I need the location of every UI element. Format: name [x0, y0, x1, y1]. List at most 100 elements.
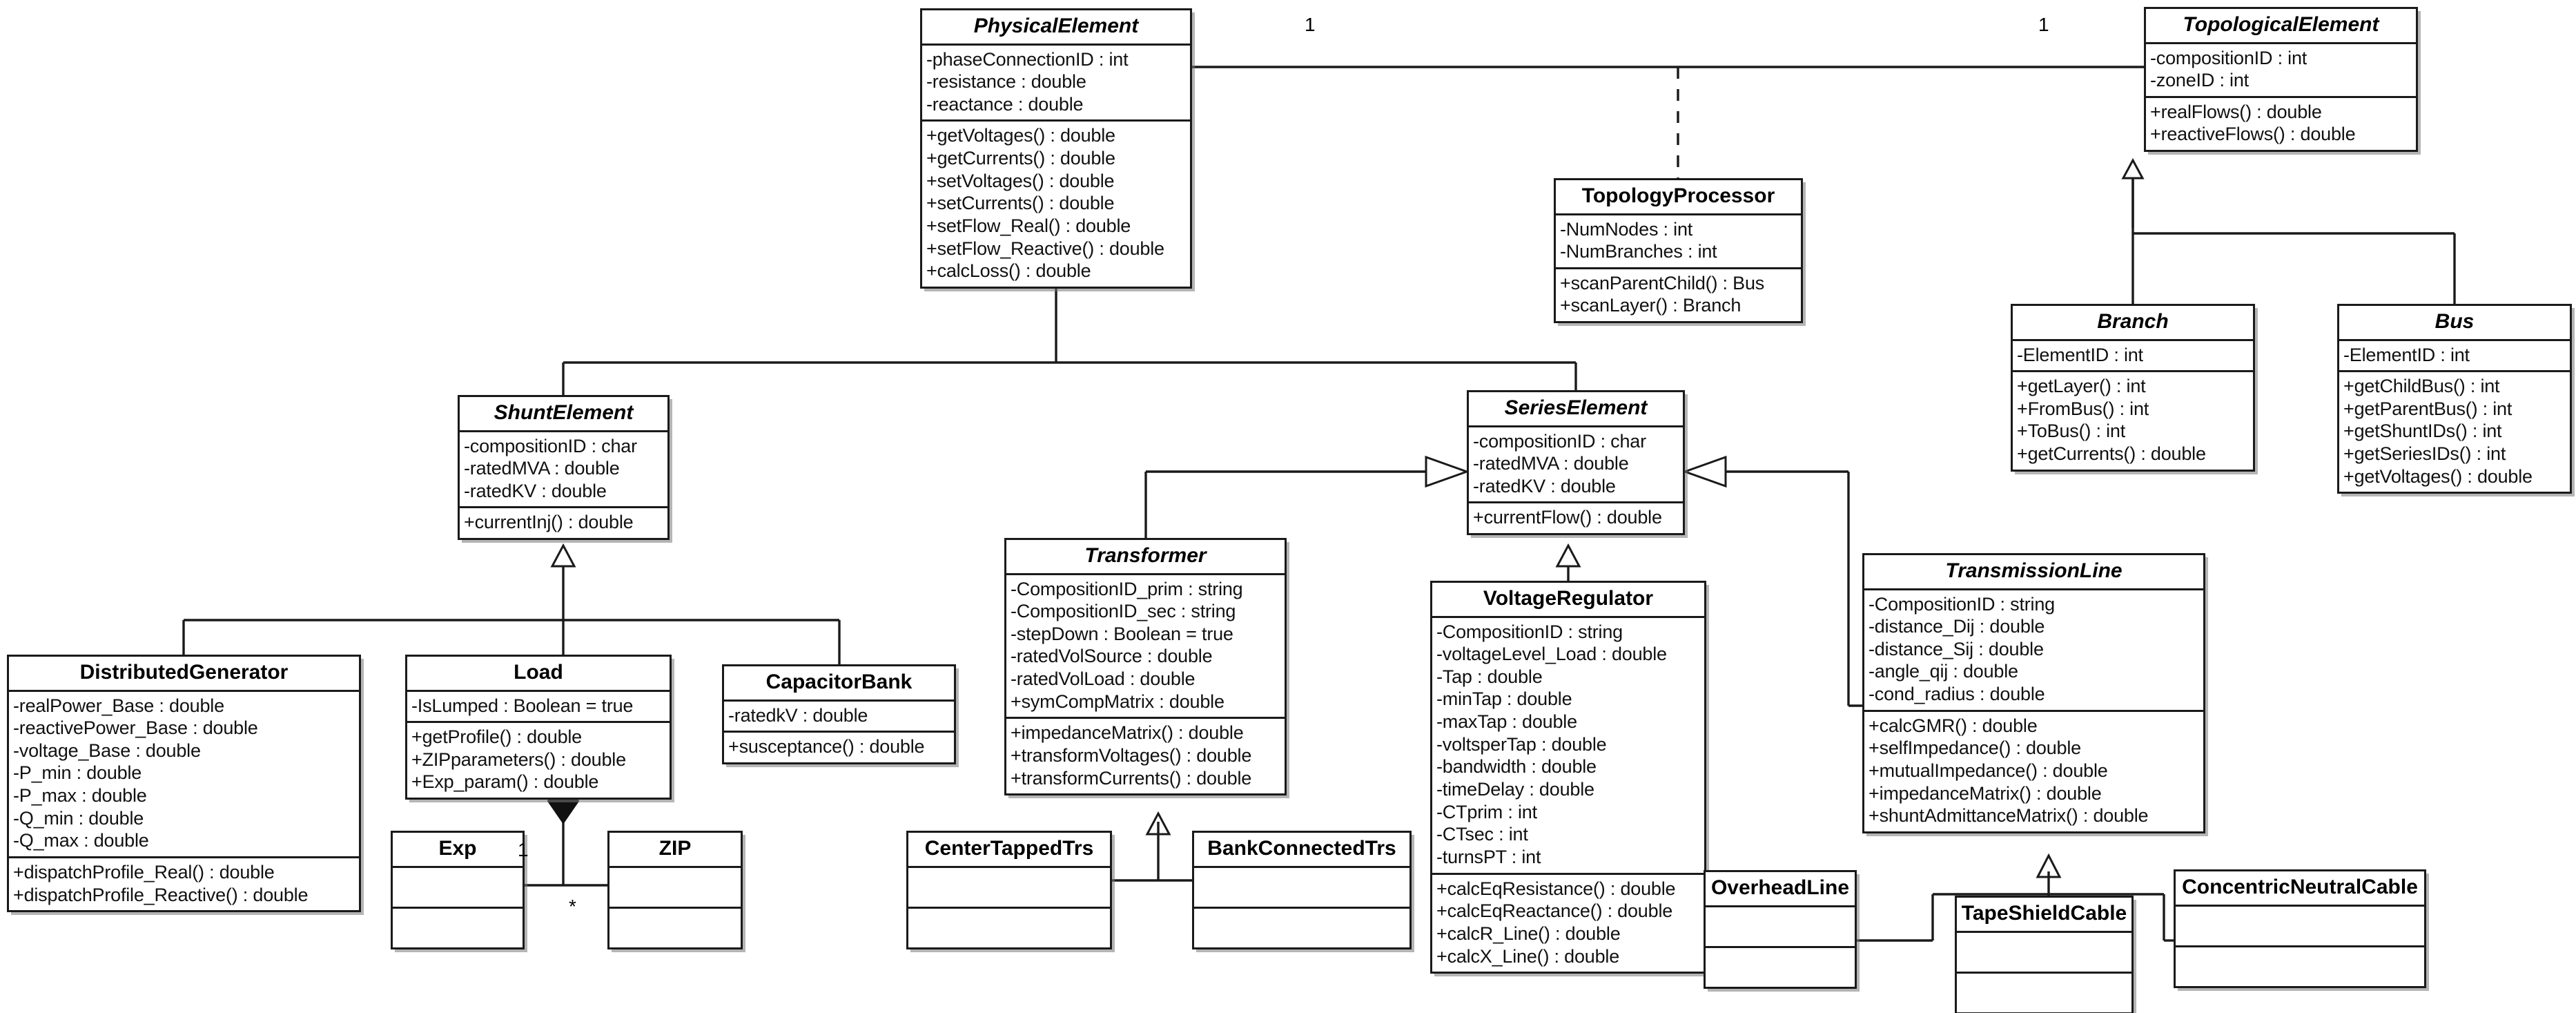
compartment-divider: [1432, 615, 1704, 618]
class-name-transmissionline: TransmissionLine: [1945, 559, 2123, 582]
class-name-centertappedtrs: CenterTappedTrs: [924, 837, 1094, 860]
compartment-divider: [609, 906, 741, 909]
operation-row: +setVoltages() : double: [926, 170, 1115, 191]
attributes-compartment-bus: -ElementID : int: [2339, 341, 2570, 371]
class-name-physicalelement: PhysicalElement: [973, 15, 1139, 37]
mult-left-one: 1: [1305, 14, 1316, 35]
edge-transformer-subclasses: [1112, 811, 1192, 882]
attribute-row: -ElementID : int: [2017, 344, 2143, 365]
operation-row: +getChildBus() : int: [2343, 376, 2500, 397]
attributes-compartment-centertappedtrs: [908, 868, 1110, 907]
attribute-row: -CompositionID_sec : string: [1011, 601, 1236, 622]
class-name-concentricneutralcable: ConcentricNeutralCable: [2182, 876, 2418, 898]
operation-row: +calcR_Line() : double: [1436, 923, 1621, 945]
uml-class-overheadline[interactable]: OverheadLine: [1704, 870, 1857, 989]
compartment-divider: [724, 699, 954, 702]
operations-compartment-transformer: +impedanceMatrix() : double+transformVol…: [1006, 719, 1285, 793]
attribute-row: -ratedVolLoad : double: [1011, 668, 1196, 690]
uml-class-serieselement[interactable]: SeriesElement-compositionID : char-rated…: [1467, 390, 1685, 536]
edge-voltreg-to-series: [1555, 543, 1581, 581]
attributes-compartment-tapeshieldcable: [1957, 933, 2131, 972]
compartment-divider: [2146, 41, 2416, 44]
uml-class-physicalelement[interactable]: PhysicalElement-phaseConnectionID : int-…: [920, 8, 1192, 289]
uml-class-bus[interactable]: Bus -ElementID : int +getChildBus() : int+…: [2337, 304, 2572, 494]
attributes-compartment-concentricneutralcable: [2176, 907, 2424, 945]
attribute-row: -Q_max : double: [13, 830, 149, 851]
operation-row: +getVoltages() : double: [926, 125, 1115, 146]
attribute-row: -stepDown : Boolean = true: [1011, 623, 1233, 644]
operation-row: +impedanceMatrix() : double: [1011, 722, 1244, 744]
attribute-row: -ElementID : int: [2343, 344, 2470, 365]
compartment-divider: [9, 856, 359, 859]
uml-class-voltageregulator[interactable]: VoltageRegulator-CompositionID : string-…: [1430, 581, 1706, 974]
compartment-divider: [2176, 904, 2424, 907]
operation-row: +transformCurrents() : double: [1011, 767, 1252, 789]
attribute-row: -IsLumped : Boolean = true: [411, 695, 634, 716]
attribute-row: -P_max : double: [13, 785, 147, 807]
compartment-divider: [393, 906, 523, 909]
attributes-compartment-transformer: -CompositionID_prim : string-Composition…: [1006, 575, 1285, 717]
attribute-row: -maxTap : double: [1436, 711, 1577, 733]
attribute-row: -distance_Sij : double: [1868, 638, 2044, 659]
uml-class-branch[interactable]: Branch-ElementID : int+getLayer() : int+…: [2011, 304, 2255, 472]
compartment-divider: [1432, 872, 1704, 875]
class-name-transformer: Transformer: [1084, 544, 1207, 567]
attribute-row: -ratedKV : double: [1473, 475, 1616, 496]
attribute-row: -phaseConnectionID : int: [926, 48, 1129, 70]
operation-row: +calcEqReactance() : double: [1436, 900, 1673, 922]
compartment-divider: [908, 865, 1110, 868]
uml-class-topologyprocessor[interactable]: TopologyProcessor-NumNodes : int-NumBran…: [1554, 178, 1803, 324]
uml-class-capacitorbank[interactable]: CapacitorBank-ratedkV : double+susceptan…: [722, 664, 956, 764]
attributes-compartment-capacitorbank: -ratedkV : double: [724, 702, 954, 731]
operations-compartment-bus: +getChildBus() : int+getParentBus() : in…: [2339, 372, 2570, 492]
attribute-row: -voltageLevel_Load : double: [1436, 644, 1667, 665]
uml-class-bankconnectedtrs[interactable]: BankConnectedTrs: [1192, 831, 1412, 949]
uml-class-exp[interactable]: Exp: [391, 831, 525, 949]
compartment-divider: [460, 506, 667, 509]
class-name-topologicalelement: TopologicalElement: [2183, 13, 2379, 36]
uml-class-load[interactable]: Load-IsLumped : Boolean = true+getProfil…: [405, 655, 672, 800]
uml-class-centertappedtrs[interactable]: CenterTappedTrs: [906, 831, 1112, 949]
uml-class-shuntelement[interactable]: ShuntElement-compositionID : char-ratedM…: [458, 395, 670, 541]
operation-row: +mutualImpedance() : double: [1868, 760, 2108, 782]
compartment-divider: [2339, 338, 2570, 341]
operation-row: +setFlow_Real() : double: [926, 215, 1131, 237]
operations-compartment-bankconnectedtrs: [1194, 909, 1409, 947]
attribute-row: -cond_radius : double: [1868, 684, 2045, 705]
uml-class-transmissionline[interactable]: TransmissionLine-CompositionID : string-…: [1862, 553, 2205, 834]
class-name-tapeshieldcable: TapeShieldCable: [1961, 902, 2127, 925]
operations-compartment-topologyprocessor: +scanParentChild() : Bus+scanLayer() : B…: [1556, 269, 1801, 321]
class-name-zip: ZIP: [658, 837, 692, 860]
class-name-bus: Bus: [2434, 310, 2475, 333]
uml-class-distributedgenerator[interactable]: DistributedGenerator-realPower_Base : do…: [7, 655, 361, 913]
uml-class-zip[interactable]: ZIP: [607, 831, 743, 949]
compartment-divider: [1957, 971, 2131, 974]
compartment-divider: [1006, 572, 1285, 575]
attributes-compartment-topologyprocessor: -NumNodes : int-NumBranches : int: [1556, 215, 1801, 267]
class-name-overheadline: OverheadLine: [1710, 876, 1850, 899]
attribute-row: -CompositionID : string: [1436, 621, 1623, 642]
attribute-row: -voltsperTap : double: [1436, 733, 1607, 755]
operation-row: +impedanceMatrix() : double: [1868, 782, 2102, 804]
attribute-row: -angle_qij : double: [1868, 661, 2018, 682]
uml-class-transformer[interactable]: Transformer-CompositionID_prim : string-…: [1004, 538, 1287, 796]
mult-load-star: *: [569, 896, 576, 917]
attributes-compartment-load: -IsLumped : Boolean = true: [407, 692, 670, 722]
compartment-divider: [2146, 95, 2416, 98]
attribute-row: -ratedKV : double: [464, 480, 607, 501]
operations-compartment-serieselement: +currentFlow() : double: [1469, 503, 1683, 533]
operation-row: +currentInj() : double: [464, 512, 634, 533]
uml-class-tapeshieldcable[interactable]: TapeShieldCable: [1955, 896, 2134, 1013]
operations-compartment-physicalelement: +getVoltages() : double+getCurrents() : …: [922, 122, 1190, 287]
uml-class-concentricneutralcable[interactable]: ConcentricNeutralCable: [2174, 869, 2426, 988]
attribute-row: -CompositionID_prim : string: [1011, 578, 1243, 599]
operation-row: +realFlows() : double: [2150, 101, 2322, 122]
operation-row: +calcLoss() : double: [926, 260, 1091, 282]
uml-class-topologicalelement[interactable]: TopologicalElement-compositionID : int-z…: [2144, 7, 2418, 153]
operation-row: +getCurrents() : double: [926, 148, 1115, 169]
compartment-divider: [922, 43, 1190, 46]
attribute-row: -ratedVolSource : double: [1011, 646, 1213, 667]
class-name-voltageregulator: VoltageRegulator: [1483, 587, 1654, 610]
attribute-row: -P_min : double: [13, 762, 142, 784]
